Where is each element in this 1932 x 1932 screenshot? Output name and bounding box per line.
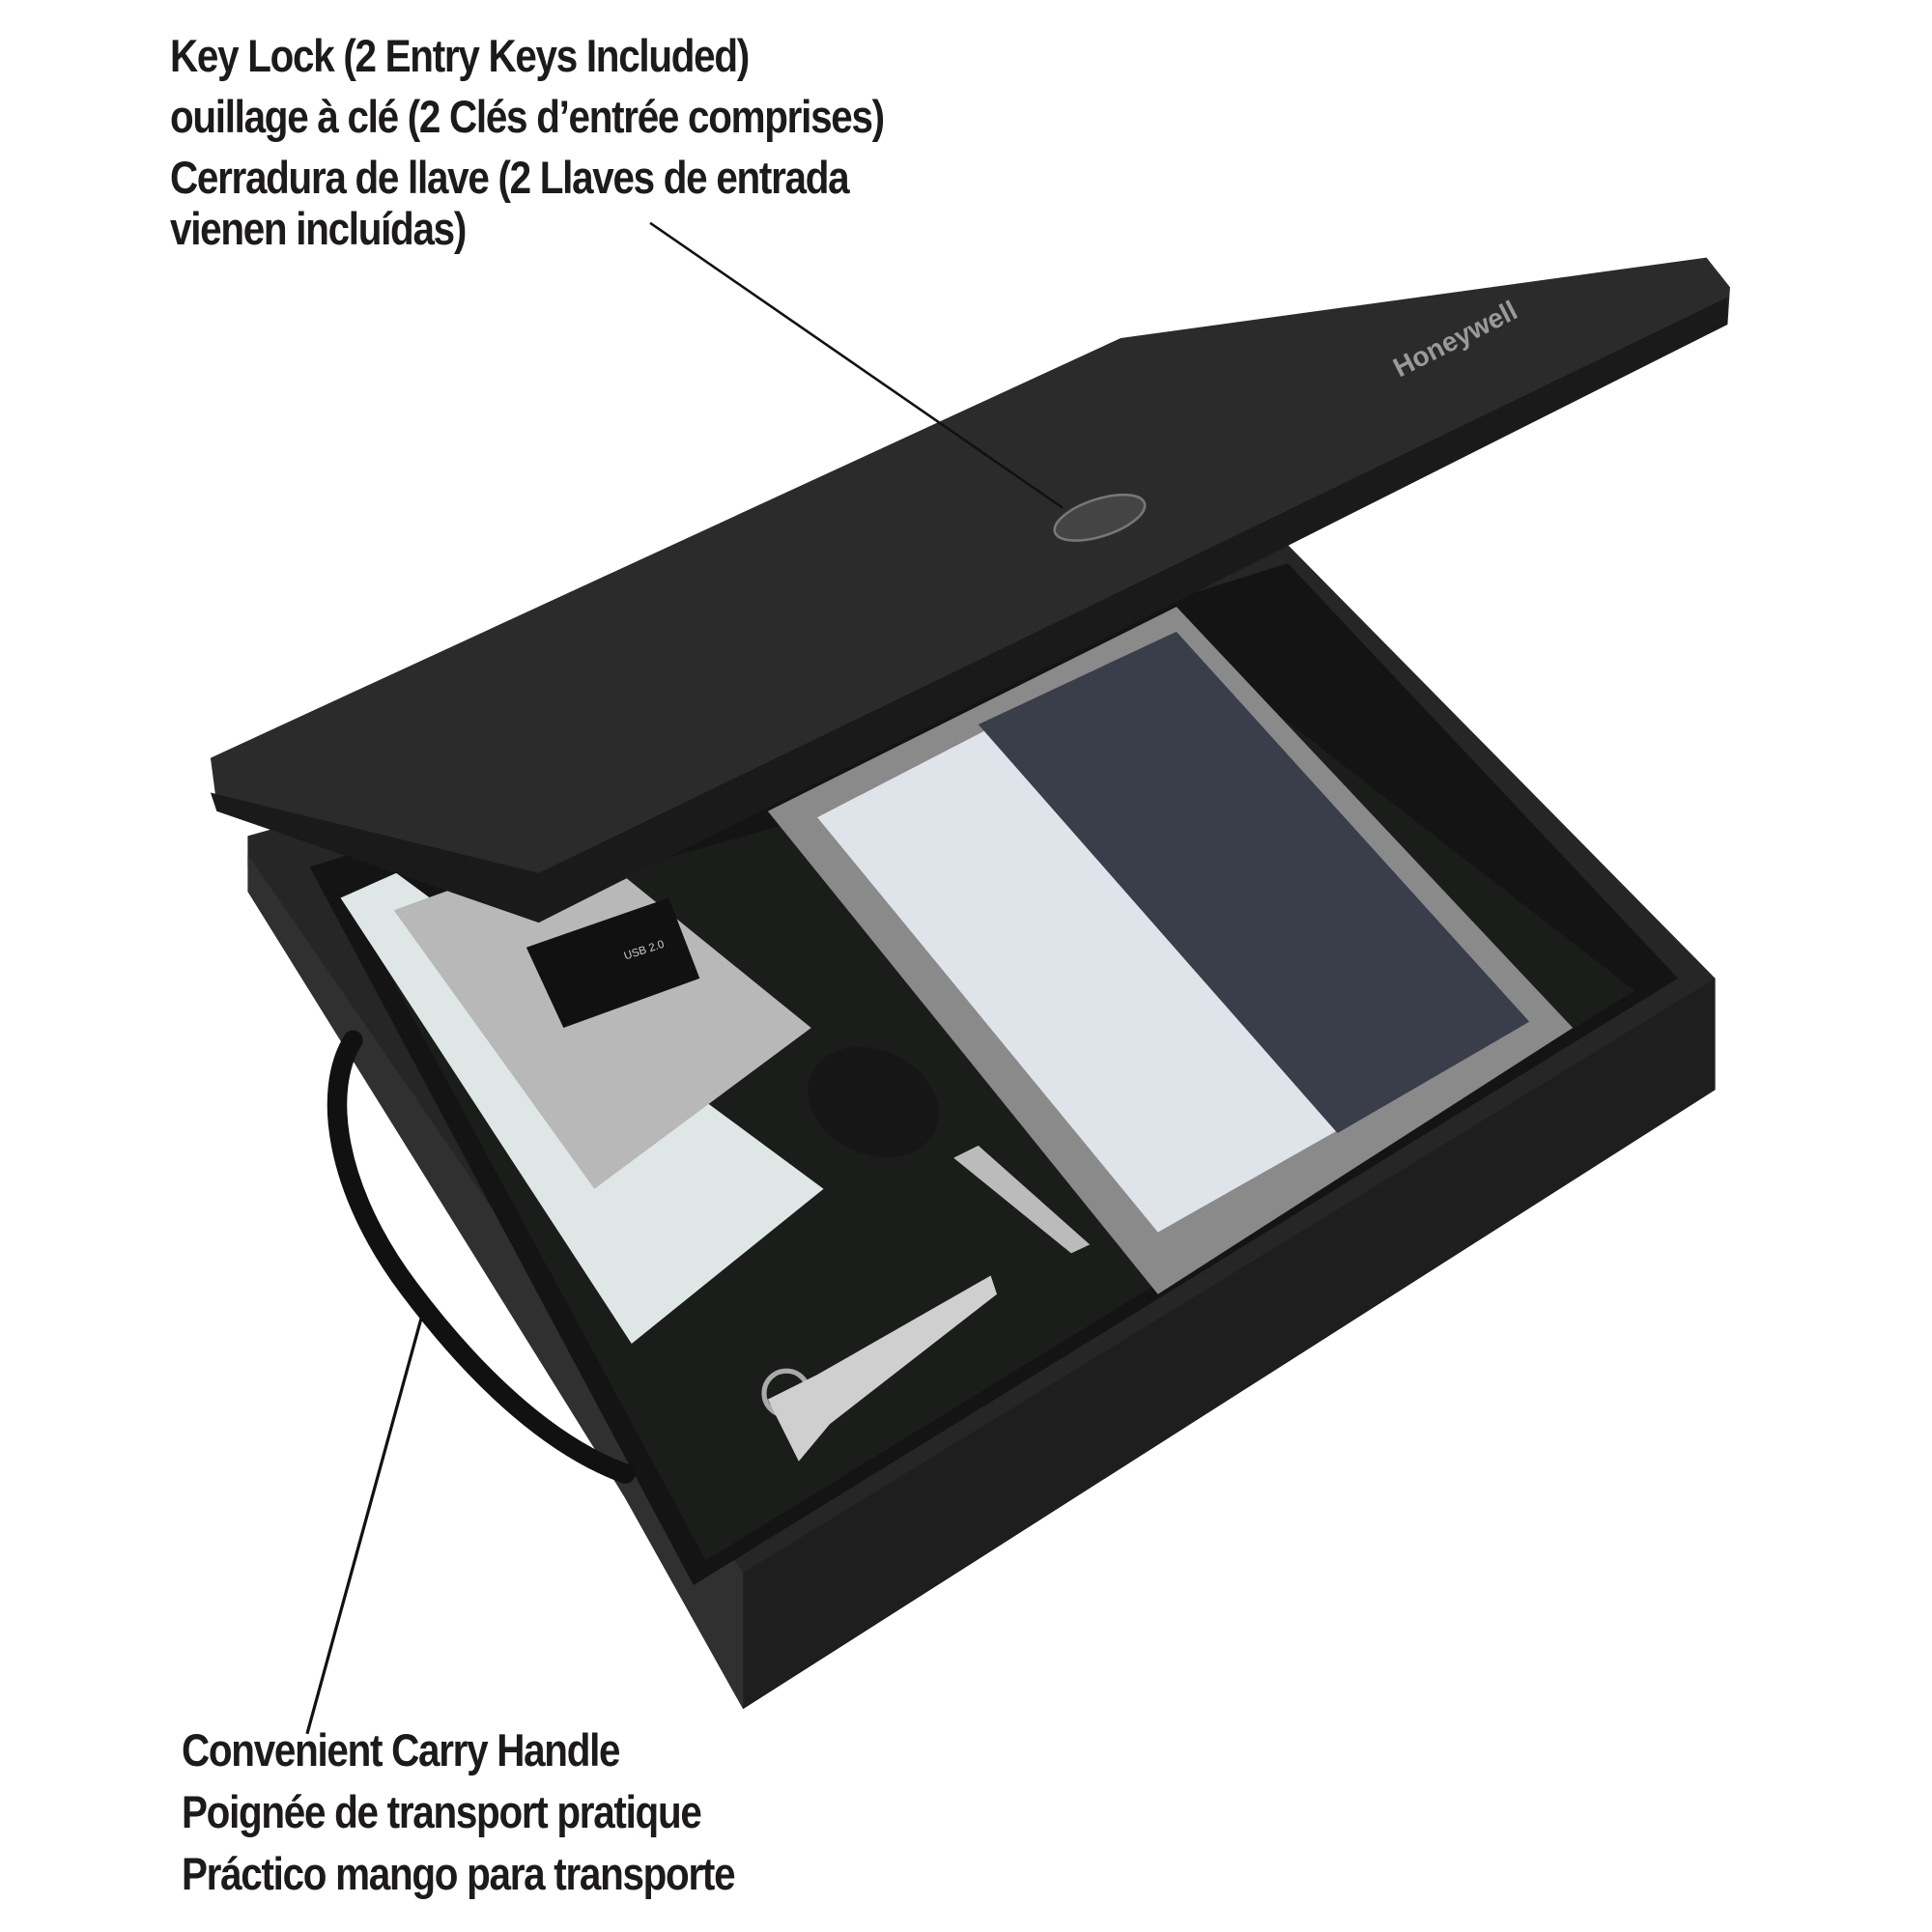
hard-drive [393, 841, 811, 1189]
key-lock[interactable] [1049, 486, 1151, 551]
tablet-screen-photo [978, 631, 1530, 1134]
carry-handle-callout: Convenient Carry Handle Poignée de trans… [182, 1719, 736, 1905]
callout-line-fr: ouillage à clé (2 Clés d’entrée comprise… [170, 91, 885, 142]
safe-body-front [743, 978, 1716, 1710]
usb-stick [526, 897, 700, 1029]
key [767, 1275, 998, 1462]
handle-callout-leader [305, 1318, 423, 1735]
car-key-blade [953, 1145, 1091, 1254]
callout-line-en: Convenient Carry Handle [182, 1724, 621, 1776]
safe-lid-edge [210, 297, 1728, 923]
callout-line-fr: Poignée de transport pratique [182, 1786, 702, 1837]
lock-callout-leader [649, 221, 1064, 509]
safe-body-left [247, 854, 744, 1710]
car-key-fob [807, 1046, 939, 1158]
safe-lid [210, 257, 1730, 917]
callout-line-es: Cerradura de llave (2 Llaves de entrada [170, 152, 850, 203]
callout-line-en: Key Lock (2 Entry Keys Included) [170, 30, 750, 81]
callout-line-es: Práctico mango para transporte [182, 1848, 736, 1899]
callout-line-es-cont: vienen incluídas) [170, 203, 467, 254]
key-lock-callout: Key Lock (2 Entry Keys Included) ouillag… [170, 25, 885, 254]
carry-handle[interactable] [327, 1030, 636, 1484]
